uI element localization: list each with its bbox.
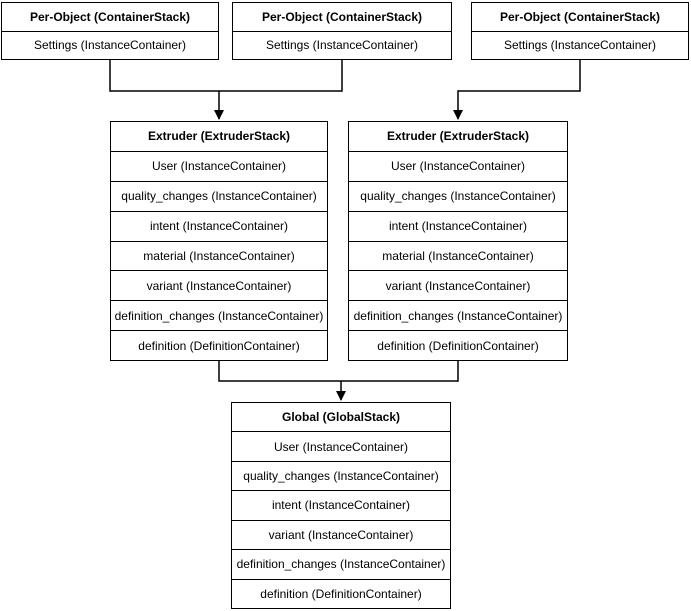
connector-perobject3-to-extruder2 — [453, 60, 581, 120]
node-title: Global (GlobalStack) — [281, 410, 401, 425]
container-row: material (InstanceContainer) — [349, 240, 567, 271]
container-row: variant (InstanceContainer) — [232, 519, 450, 549]
node-per-object-2: Per-Object (ContainerStack) Settings (In… — [232, 2, 452, 60]
container-row: intent (InstanceContainer) — [349, 210, 567, 241]
container-row: variant (InstanceContainer) — [349, 270, 567, 300]
node-title: Extruder (ExtruderStack) — [386, 129, 530, 144]
node-title: Per-Object (ContainerStack) — [499, 9, 661, 24]
container-row: material (InstanceContainer) — [111, 240, 327, 271]
container-row: intent (InstanceContainer) — [111, 210, 327, 241]
container-row: intent (InstanceContainer) — [232, 490, 450, 519]
container-row: definition (DefinitionContainer) — [349, 330, 567, 360]
node-title: Per-Object (ContainerStack) — [261, 9, 423, 24]
node-title: Extruder (ExtruderStack) — [147, 129, 291, 144]
container-row: Settings (InstanceContainer) — [2, 30, 218, 60]
node-extruder-2: Extruder (ExtruderStack) User (InstanceC… — [348, 121, 568, 361]
container-row: Settings (InstanceContainer) — [233, 30, 451, 60]
container-row: User (InstanceContainer) — [232, 431, 450, 460]
container-row: quality_changes (InstanceContainer) — [232, 460, 450, 490]
container-row: quality_changes (InstanceContainer) — [111, 180, 327, 211]
connector-extruder1-extruder2-merge — [218, 361, 459, 382]
container-row: definition (DefinitionContainer) — [232, 578, 450, 608]
container-row: definition_changes (InstanceContainer) — [349, 300, 567, 330]
node-global-stack: Global (GlobalStack) User (InstanceConta… — [231, 402, 451, 609]
container-row: definition (DefinitionContainer) — [111, 330, 327, 360]
node-per-object-1: Per-Object (ContainerStack) Settings (In… — [1, 2, 219, 60]
container-row: User (InstanceContainer) — [111, 150, 327, 181]
container-row: variant (InstanceContainer) — [111, 270, 327, 300]
node-extruder-1: Extruder (ExtruderStack) User (InstanceC… — [110, 121, 328, 361]
container-row: quality_changes (InstanceContainer) — [349, 180, 567, 211]
node-per-object-3: Per-Object (ContainerStack) Settings (In… — [471, 2, 689, 60]
node-title: Per-Object (ContainerStack) — [29, 9, 191, 24]
container-row: definition_changes (InstanceContainer) — [232, 549, 450, 578]
connector-perobject1-perobject2-merge — [109, 60, 343, 92]
container-row: Settings (InstanceContainer) — [472, 30, 688, 60]
container-row: definition_changes (InstanceContainer) — [111, 300, 327, 330]
container-row: User (InstanceContainer) — [349, 150, 567, 181]
